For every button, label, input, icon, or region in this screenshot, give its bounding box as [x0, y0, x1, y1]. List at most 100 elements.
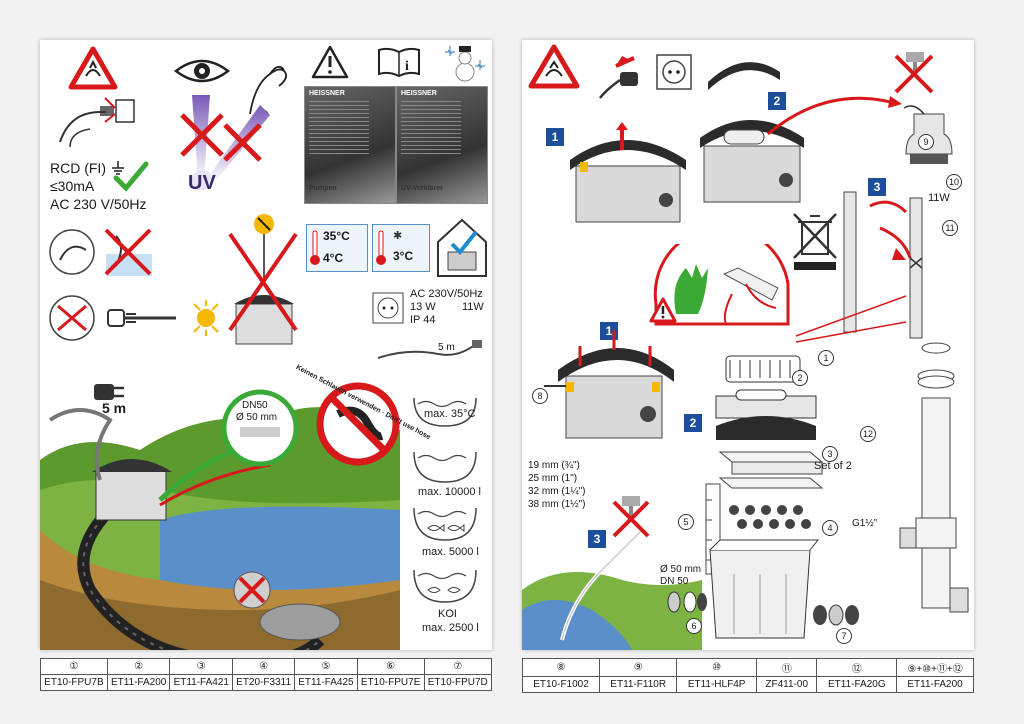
part-number-12: ⑫: [816, 658, 898, 677]
step-1-badge: 1: [546, 128, 564, 146]
callout-2: 2: [792, 370, 808, 386]
caution-small-icon: [649, 297, 677, 323]
max-2500-label: max. 2500 l: [422, 622, 479, 634]
step-2b-badge: 2: [684, 414, 702, 432]
part-number-2: ②: [106, 658, 171, 675]
part-number-set: ⑨+⑩+⑪+⑫: [896, 658, 974, 677]
dn-label: DN50: [242, 400, 268, 411]
rcd-label: RCD (FI): [50, 160, 106, 176]
uv-tube-exchange-illustration: [843, 191, 923, 339]
uv-11w-label: 11W: [928, 192, 950, 204]
tap-crossed-small-icon: [612, 496, 650, 538]
store-indoors-icon: [437, 218, 487, 277]
leaflet-pumps-text-lines: [309, 101, 369, 157]
hose-size-38: 38 mm (1½"): [528, 499, 586, 510]
eye-icon: [173, 59, 231, 83]
part-code-7: ET10-FPU7D: [423, 674, 493, 691]
parts-code-row: ET10-F1002 ET11-F110R ET11-HLF4P ZF411-0…: [521, 676, 974, 693]
callout-5: 5: [678, 514, 694, 530]
rcd-current-label: ≤30mA: [50, 178, 95, 194]
temp-high-label: 35°C: [323, 229, 350, 243]
filter-insert-exploded-illustration: [715, 355, 817, 440]
part-code-8: ET10-F1002: [521, 676, 601, 693]
max-10000-label: max. 10000 l: [418, 486, 481, 498]
hose-size-19: 19 mm (¾"): [528, 460, 580, 471]
leaflet-pumps-title: Pumpen: [309, 185, 337, 192]
max-temp-label: max. 35°C: [424, 408, 476, 420]
filter-box-open-illustration: [700, 120, 804, 203]
watt-11-label: 11W: [462, 301, 484, 313]
callout-7: 7: [836, 628, 852, 644]
hose-tails-illustration: [813, 604, 859, 626]
hand-unplug-icon: [59, 97, 135, 148]
power-spec-label: AC 230V/50Hz: [410, 288, 483, 300]
thermometer-icon: [310, 230, 320, 265]
svg-text:i: i: [405, 59, 409, 74]
parts-code-row: ET10-FPU7B ET11-FA200 ET11-FA421 ET20-F3…: [40, 674, 493, 691]
step-2-arrow: [767, 96, 902, 136]
hose-size-25: 25 mm (1"): [528, 473, 578, 484]
part-number-8: ⑧: [521, 658, 601, 677]
right-instruction-page: 1 2 9 10 11W 11 3: [522, 40, 974, 650]
socket-icon: [656, 54, 692, 90]
leaflet-uv-brand: HEISSNER: [401, 90, 437, 97]
lid-part-illustration: [708, 62, 780, 90]
leaflet-uv-title: UV-Vorklärer: [401, 185, 443, 192]
callout-4: 4: [822, 520, 838, 536]
left-instruction-page: RCD (FI) ≤30mA AC 230 V/50Hz UV: [40, 40, 492, 650]
callout-6: 6: [686, 618, 702, 634]
max-temp-basin-icon: [413, 397, 477, 427]
part-code-11: ZF411-00: [755, 676, 818, 693]
basin-koi-icon: [413, 569, 477, 603]
uv-rays-crossed-icon: [180, 95, 270, 190]
temp-frost-label: 3°C: [393, 249, 414, 263]
part-number-10: ⑩: [676, 658, 757, 677]
lines-to-tubes: [795, 295, 907, 343]
pond-scene-illustration: [40, 407, 400, 650]
step-3b-badge: 3: [588, 530, 606, 548]
leaflet-pumps-brand: HEISSNER: [309, 90, 345, 97]
cable-coil-icon: [377, 340, 482, 359]
part-code-1: ET10-FPU7B: [40, 674, 108, 691]
temp-low-label: 4°C: [323, 251, 344, 265]
parts-table-left: ① ② ③ ④ ⑤ ⑥ ⑦ ET10-FPU7B ET11-FA200 ET11…: [40, 658, 493, 691]
callout-8: 8: [532, 388, 548, 404]
part-number-6: ⑥: [356, 658, 425, 675]
rcd-voltage-label: AC 230 V/50Hz: [50, 196, 147, 212]
part-number-4: ④: [232, 658, 296, 675]
ip-rating-label: IP 44: [410, 314, 436, 326]
damaged-cable-crossed-icon: [49, 295, 219, 341]
manual-info-icon: i: [378, 47, 420, 78]
part-code-12: ET11-FA20G: [816, 676, 898, 693]
basin-10000-icon: [413, 451, 477, 483]
callout-3: 3: [822, 446, 838, 462]
ground-icon: [112, 161, 124, 175]
frost-temperature-box: ✱ 3°C: [372, 224, 430, 272]
part-number-11: ⑪: [755, 658, 818, 677]
part-number-5: ⑤: [294, 658, 358, 675]
pond-hose-illustration: [522, 528, 702, 650]
leaflet-pumps: HEISSNER Pumpen: [304, 86, 396, 204]
filter-housing-illustration: [709, 539, 820, 639]
weee-bin-crossed-icon: [793, 213, 837, 270]
outlet-diameter-label: Ø 50 mm: [660, 564, 702, 575]
snowman-icon: [445, 46, 485, 82]
part-code-6: ET10-FPU7E: [356, 674, 425, 691]
tap-crossed-icon: [894, 52, 934, 94]
leaflet-uv: HEISSNER UV-Vorklärer: [396, 86, 488, 204]
uv-label: UV: [188, 172, 216, 194]
parts-number-row: ⑧ ⑨ ⑩ ⑪ ⑫ ⑨+⑩+⑪+⑫: [521, 658, 974, 677]
step-2-badge: 2: [768, 92, 786, 110]
part-number-7: ⑦: [423, 658, 493, 675]
koi-label: KOI: [438, 608, 457, 620]
socket-water-crossed-icon: [49, 228, 152, 276]
part-code-9: ET11-F110R: [599, 676, 678, 693]
part-number-3: ③: [169, 658, 234, 675]
bio-media-illustration: [729, 505, 811, 529]
snowflake-icon: ✱: [393, 230, 403, 242]
power-socket-icon: [372, 292, 404, 324]
filter-box-closed-illustration: [570, 122, 686, 223]
check-icon: [113, 161, 149, 192]
basin-fish-5000-icon: [413, 507, 477, 541]
device-carry-crossed-icon: [228, 214, 298, 345]
